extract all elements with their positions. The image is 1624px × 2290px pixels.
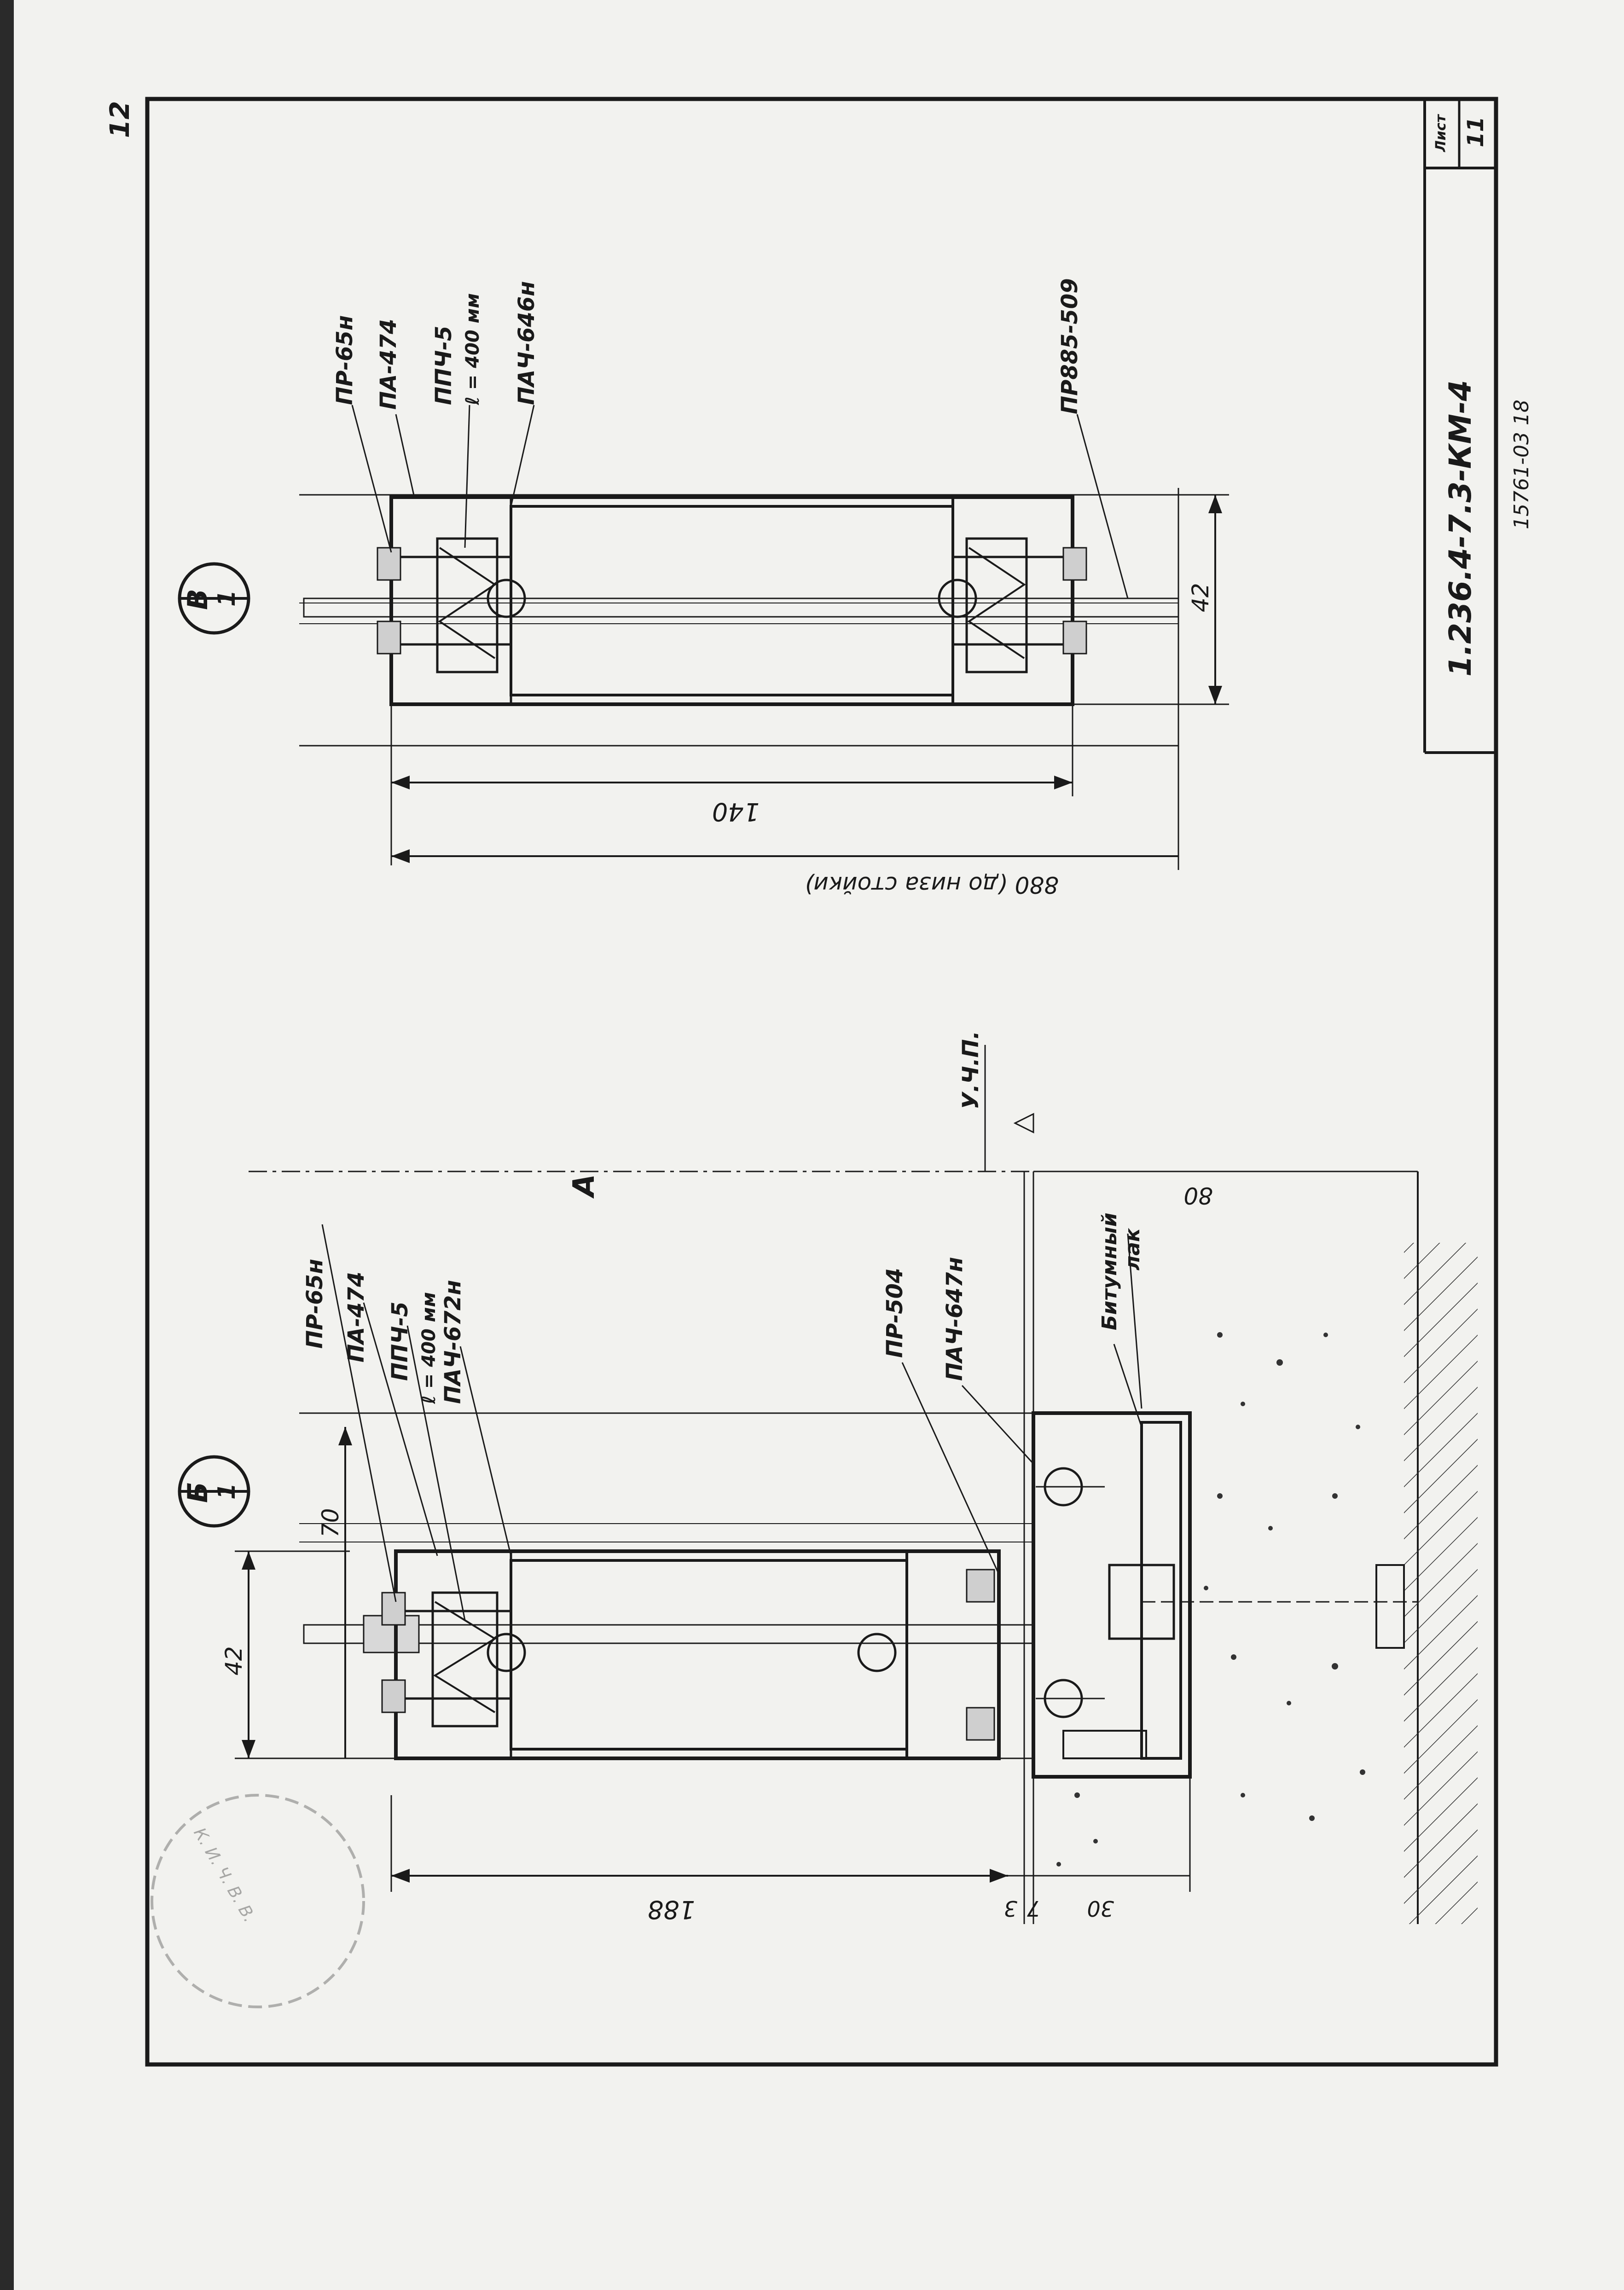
dim-188: 188 bbox=[648, 1895, 695, 1924]
sheet-number: 11 bbox=[1463, 116, 1489, 147]
label-ppch-5-v: ППЧ-5 bbox=[431, 326, 457, 405]
marker-v-bottom: 1 bbox=[213, 590, 241, 607]
view-mark: А bbox=[567, 1174, 601, 1199]
label-pa-474-v: ПА-474 bbox=[376, 319, 401, 410]
dim-42: 42 bbox=[220, 1646, 247, 1675]
marker-b-top: Б bbox=[182, 1482, 214, 1503]
label-length-v: ℓ = 400 мм bbox=[462, 293, 483, 406]
binding-edge bbox=[0, 0, 14, 2290]
dim-140: 140 bbox=[712, 797, 760, 826]
detail-b: 188 3 7 30 42 70 80 bbox=[178, 1031, 1478, 1924]
concrete-fill bbox=[1056, 1332, 1365, 1867]
label-pach-672n: ПАЧ-672н bbox=[440, 1280, 466, 1404]
dim-30: 30 bbox=[1087, 1896, 1114, 1921]
bitumen-label-1: Битумный bbox=[1098, 1212, 1121, 1330]
dim-880: 880 (до низа стойки) bbox=[805, 871, 1059, 898]
level-mark-text: У.Ч.П. bbox=[958, 1031, 984, 1109]
dim-80: 80 bbox=[1183, 1182, 1213, 1209]
label-pr-504: ПР-504 bbox=[882, 1268, 908, 1358]
dim-42-v: 42 bbox=[1187, 583, 1214, 612]
dim-7: 7 bbox=[1027, 1896, 1040, 1921]
inventory-number: 15761-03 18 bbox=[1510, 400, 1533, 529]
label-pach-646n: ПАЧ-646н bbox=[514, 281, 539, 405]
bitumen-label-2: лак bbox=[1121, 1228, 1144, 1270]
page-number: 12 bbox=[104, 101, 135, 138]
sheet-number-box: Лист 11 bbox=[1423, 98, 1497, 169]
label-pa-474-b: ПА-474 bbox=[343, 1272, 369, 1362]
detail-v: 140 880 (до низа стойки) 42 В 1 ПР-65н П… bbox=[178, 278, 1229, 898]
sheet-frame bbox=[145, 97, 1498, 2067]
title-block: 1.236.4-7.3-КМ-4 15761-03 18 bbox=[1423, 168, 1533, 754]
level-mark: У.Ч.П. bbox=[958, 1031, 1034, 1171]
label-length-b: ℓ = 400 мм bbox=[418, 1292, 440, 1404]
sheet-label: Лист bbox=[1433, 114, 1449, 152]
marker-v-top: В bbox=[182, 589, 214, 610]
label-ppch-5-b: ППЧ-5 bbox=[387, 1302, 413, 1381]
marker-v: В 1 bbox=[178, 562, 250, 635]
label-pach-647n: ПАЧ-647н bbox=[942, 1257, 968, 1381]
label-pr-65n-b: ПР-65н bbox=[302, 1259, 328, 1349]
dim-70: 70 bbox=[317, 1508, 344, 1537]
label-pr-65n-v: ПР-65н bbox=[332, 315, 358, 405]
label-pr885-509: ПР885-509 bbox=[1057, 278, 1083, 414]
document-code: 1.236.4-7.3-КМ-4 bbox=[1443, 380, 1478, 677]
dim-3: 3 bbox=[1004, 1896, 1017, 1921]
marker-b: Б 1 bbox=[178, 1455, 250, 1528]
marker-b-bottom: 1 bbox=[213, 1483, 241, 1500]
